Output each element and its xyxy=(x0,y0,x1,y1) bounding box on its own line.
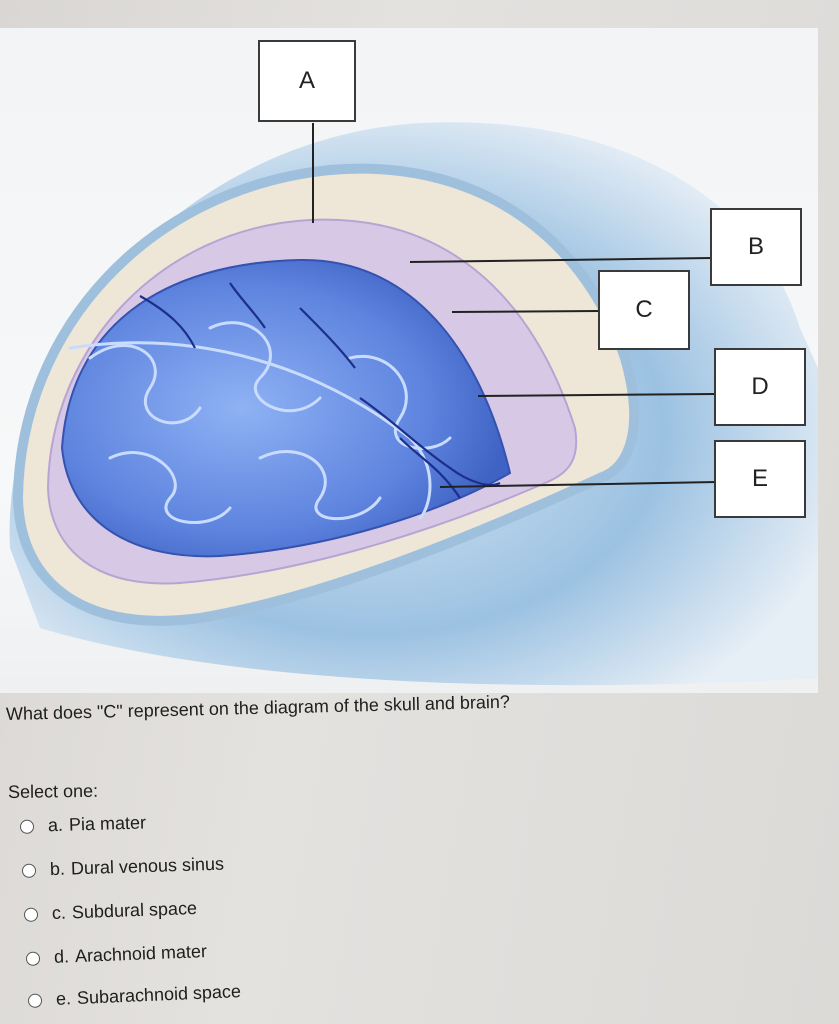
option-b[interactable]: b. Dural venous sinus xyxy=(21,853,225,881)
option-e-letter: e. xyxy=(55,988,72,1009)
label-e-box: E xyxy=(714,440,806,518)
blood-vessels xyxy=(139,282,501,499)
radio-option-c[interactable] xyxy=(23,907,39,922)
option-c[interactable]: c. Subdural space xyxy=(23,897,198,925)
skull-brain-diagram xyxy=(9,122,818,686)
select-one-label: Select one: xyxy=(7,780,99,802)
option-e-text: Subarachnoid space xyxy=(76,981,242,1008)
option-b-letter: b. xyxy=(49,858,66,880)
option-c-text: Subdural space xyxy=(71,897,198,923)
radio-option-b[interactable] xyxy=(21,863,37,878)
leader-lines xyxy=(312,123,717,488)
option-b-text: Dural venous sinus xyxy=(70,853,225,879)
option-a-letter: a. xyxy=(47,814,64,836)
radio-option-a[interactable] xyxy=(19,819,35,834)
brain-gyri xyxy=(68,321,452,524)
label-a-box: A xyxy=(258,40,356,122)
option-d[interactable]: d. Arachnoid mater xyxy=(25,941,208,969)
option-e[interactable]: e. Subarachnoid space xyxy=(27,981,242,1011)
radio-option-d[interactable] xyxy=(25,950,41,966)
option-a[interactable]: a. Pia mater xyxy=(19,812,147,837)
label-b-box: B xyxy=(710,208,802,286)
option-d-letter: d. xyxy=(53,946,70,967)
label-d-box: D xyxy=(714,348,806,426)
label-c-box: C xyxy=(598,270,690,350)
option-a-text: Pia mater xyxy=(68,812,147,835)
diagram-panel: A B C D E xyxy=(0,28,818,693)
option-c-letter: c. xyxy=(51,902,67,924)
option-d-text: Arachnoid mater xyxy=(74,941,208,967)
radio-option-e[interactable] xyxy=(27,992,43,1008)
